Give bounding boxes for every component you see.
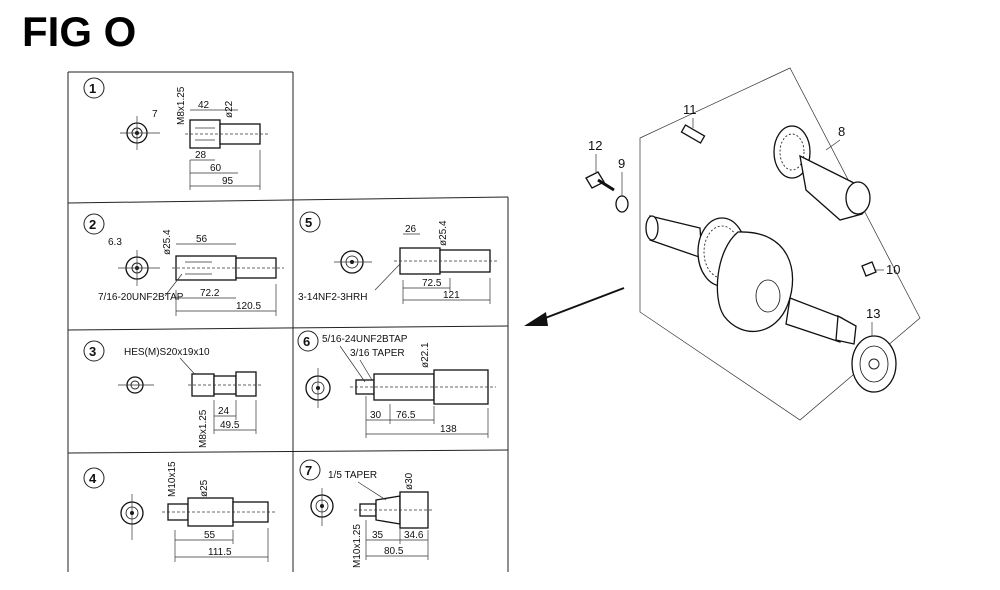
panel-number: 3	[89, 344, 96, 359]
dim: 72.2	[200, 288, 220, 299]
dim-thread: 5/16-24UNF2BTAP	[322, 334, 408, 345]
dim-vertical: M10x1.25	[352, 524, 363, 568]
dim: 28	[195, 150, 207, 161]
callout-9: 9	[618, 156, 625, 171]
callout-8: 8	[838, 124, 845, 139]
panel-2: 2 6.3 ø25.4 56 7/16-20UNF2BTAP 72.2 120.…	[83, 213, 284, 316]
callout-11: 11	[683, 102, 697, 117]
dim-vertical: ø25.4	[438, 220, 449, 246]
dim: 26	[405, 224, 417, 235]
dim: 76.5	[396, 410, 416, 421]
dim-vertical: M8x1.25	[198, 409, 209, 448]
callout-10: 10	[886, 262, 900, 277]
panel-7: 7 1/5 TAPER ø30 M10x1.25 35 34.6 80.5	[299, 459, 434, 568]
dim: 30	[370, 410, 382, 421]
dim-vertical: M8x1.25	[176, 86, 187, 125]
panel-number: 5	[305, 215, 312, 230]
dim-thread: 3-14NF2-3HRH	[298, 292, 367, 303]
dim-vertical: ø25	[199, 479, 210, 497]
dim: 42	[198, 100, 210, 111]
panel-6: 6 5/16-24UNF2BTAP 3/16 TAPER ø22.1 30 76…	[297, 330, 496, 438]
dim: 6.3	[108, 237, 122, 248]
dim-vertical: ø30	[404, 472, 415, 490]
dim: 56	[196, 234, 208, 245]
dim-thread: 7/16-20UNF2BTAP	[98, 292, 184, 303]
figure-title: FIG O	[22, 8, 137, 55]
dim: 72.5	[422, 278, 442, 289]
callout-13: 13	[866, 306, 880, 321]
panel-number: 6	[303, 334, 310, 349]
panel-number: 2	[89, 217, 96, 232]
dim-vertical: M10x15	[167, 461, 178, 497]
dim: 95	[222, 176, 234, 187]
crankshaft-assembly	[585, 67, 921, 421]
dim: 55	[204, 530, 216, 541]
dim: 34.6	[404, 530, 424, 541]
dim: 24	[218, 406, 230, 417]
panel-grid	[67, 71, 509, 572]
dim: 121	[443, 290, 460, 301]
panel-1: 1 7 M8x1.25 42 ø22 28 60 95	[83, 77, 268, 190]
dim-vertical: ø22.1	[420, 342, 431, 368]
part-callouts: 11 12 9 8 10 13	[588, 102, 900, 336]
dim-vertical: ø22	[224, 100, 235, 118]
panel-number: 4	[89, 471, 97, 486]
panel-3: 3 HES(M)S20x19x10 M8x1.25 24 49.5	[83, 340, 262, 448]
callout-12: 12	[588, 138, 602, 153]
dim: 138	[440, 424, 457, 435]
dim: 7	[152, 109, 158, 120]
pointer-arrow	[524, 287, 625, 326]
panel-5: 5 26 ø25.4 3-14NF2-3HRH 72.5 121	[298, 211, 498, 304]
dim-key: HES(M)S20x19x10	[124, 347, 210, 358]
dim: 60	[210, 163, 222, 174]
panel-4: 4 M10x15 ø25 55 111.5	[83, 461, 276, 562]
panel-number: 1	[89, 81, 96, 96]
dim: 120.5	[236, 301, 261, 312]
dim: 111.5	[208, 547, 232, 558]
dim-vertical: ø25.4	[162, 229, 173, 255]
panel-number: 7	[305, 463, 312, 478]
dim: 80.5	[384, 546, 404, 557]
dim: 35	[372, 530, 384, 541]
dim: 49.5	[220, 420, 240, 431]
dim-taper: 3/16 TAPER	[350, 348, 405, 359]
dim-taper: 1/5 TAPER	[328, 470, 377, 481]
